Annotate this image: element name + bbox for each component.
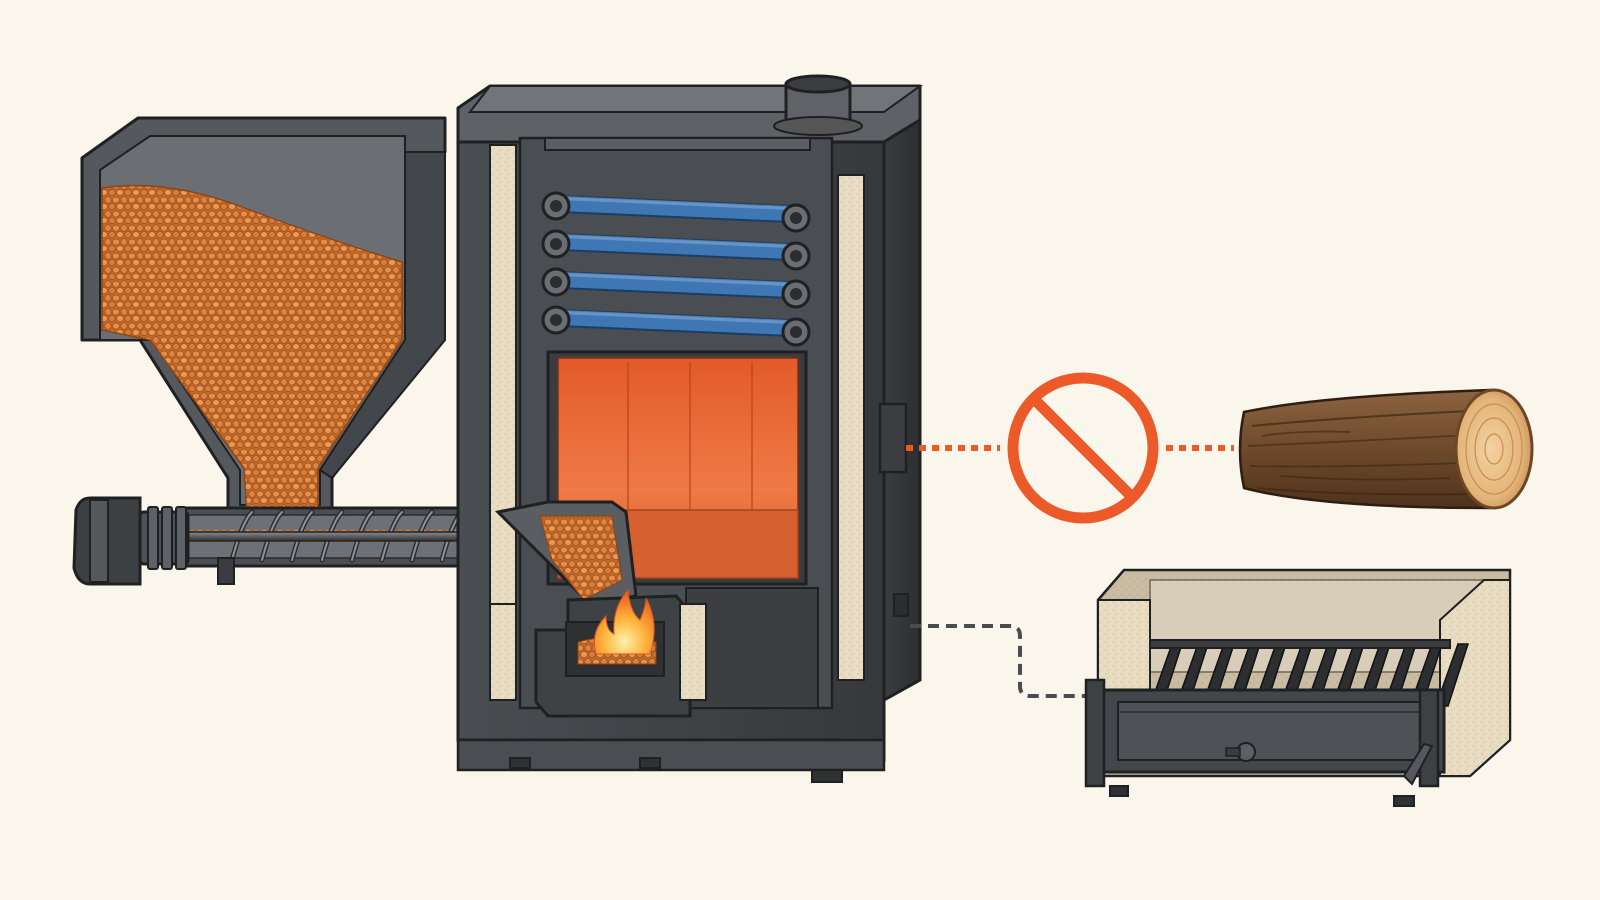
burner-pot [534,588,692,718]
hopper-pellets [101,184,403,533]
tube-bore [550,200,562,212]
auger-helix [229,509,525,563]
prohibition-sign-icon [1007,372,1159,524]
water-channel-shine [560,234,790,248]
log-grate-insert-icon [1084,568,1512,807]
tube-bore [550,276,562,288]
tube-bore [790,288,802,300]
auger-flight-highlight [381,511,403,561]
auger-flight-highlight [291,511,313,561]
heat-exchanger [541,191,811,347]
water-channel-shine [560,272,790,286]
auger-flight-highlight [231,511,253,561]
boiler-upper-port [878,402,908,474]
flue-pipe-icon [773,74,863,136]
tube-bore [790,250,802,262]
grate-rail [1149,639,1451,649]
tube-bore [550,238,562,250]
tube-bore [550,314,562,326]
pellet-hopper-icon [80,116,447,533]
grate-connector [910,624,1090,698]
water-channel-shine [560,196,790,210]
water-channel-shine [560,310,790,324]
auger-motor-icon [72,496,235,586]
tube-bore [790,212,802,224]
auger-screw-icon [178,506,527,568]
auger-flight-highlight [321,511,343,561]
auger-flight-highlight [351,511,373,561]
boiler-lower-port [893,593,909,617]
auger-flight-highlight [411,511,433,561]
wood-log-icon [1238,388,1534,510]
auger-flight-highlight [261,511,283,561]
tube-bore [790,326,802,338]
combustion-chamber [546,350,808,586]
flame-icon [593,588,655,655]
boiler-cutaway-icon [456,74,924,783]
